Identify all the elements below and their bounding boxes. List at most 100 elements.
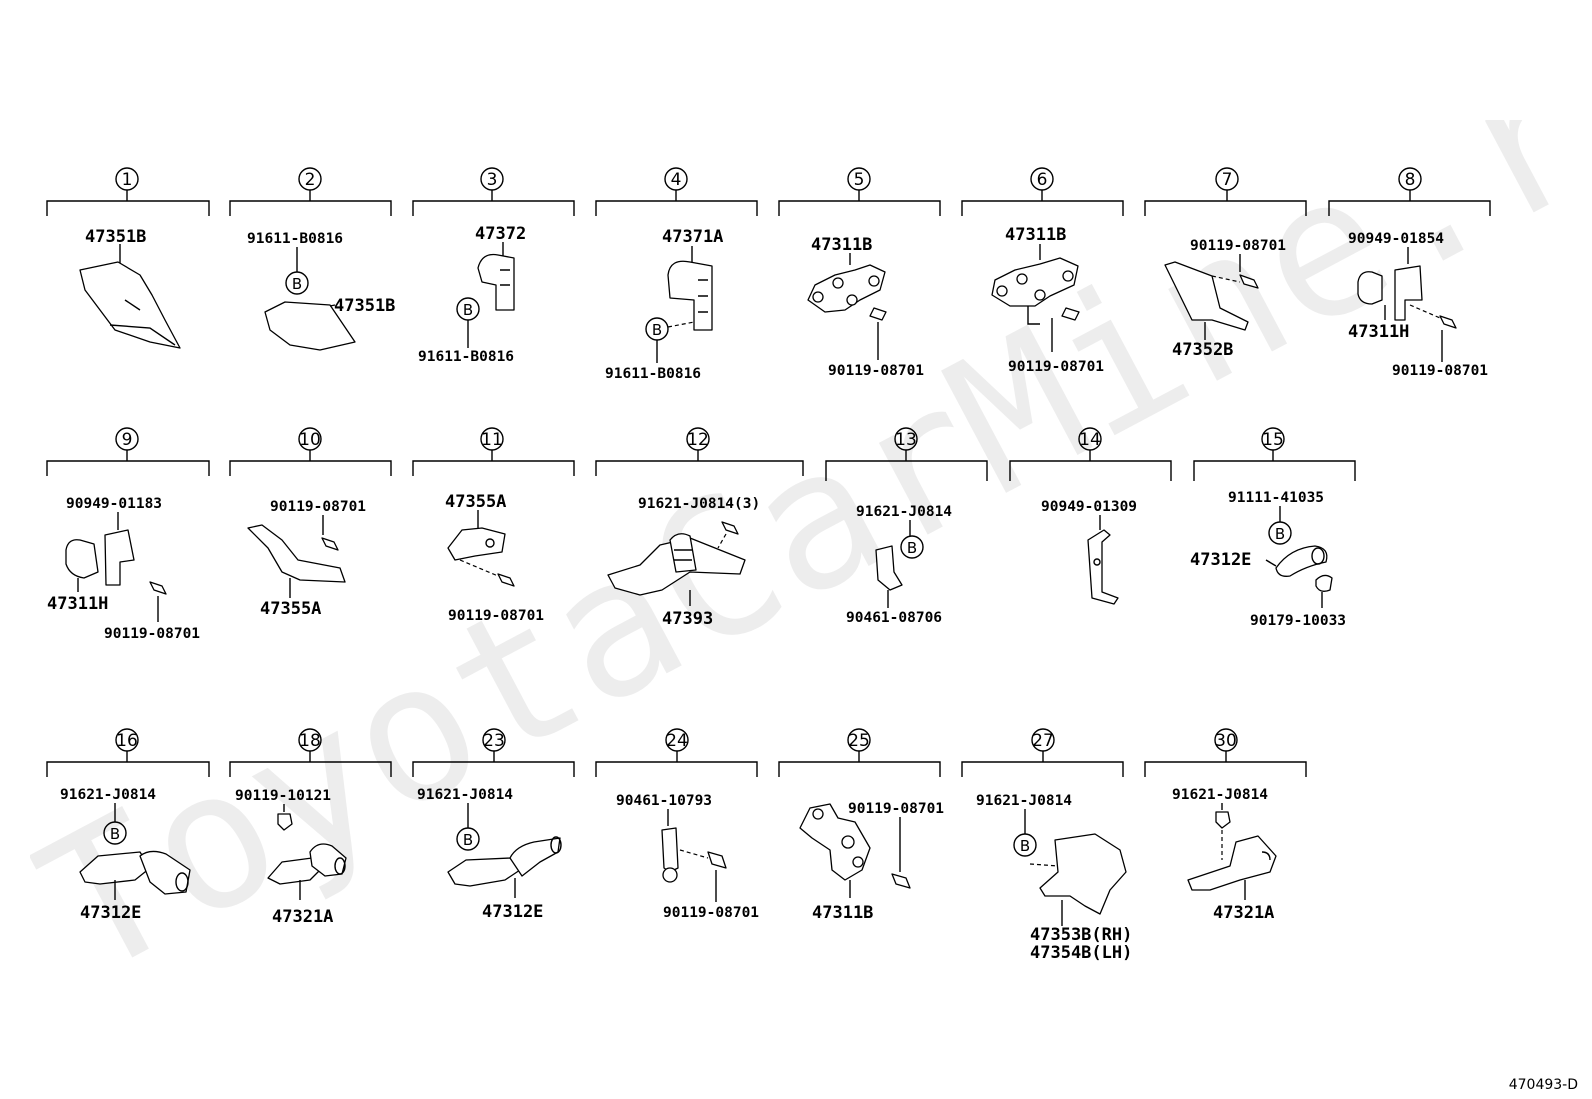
bracket-part: [79, 851, 151, 885]
group-16: 16 91621-J0814 B 47312E: [46, 728, 210, 923]
group-index: 15: [1262, 430, 1284, 450]
part-number: 47321A: [272, 907, 333, 927]
clip-part: [1087, 529, 1119, 605]
part-number: 47355A: [260, 599, 321, 619]
clamp-part: [875, 545, 903, 591]
clip-part: [1394, 265, 1423, 321]
diagram-code: 470493-D: [1508, 1077, 1578, 1093]
group-index: 3: [487, 170, 498, 190]
clip-part: [104, 529, 135, 586]
part-number: 91621-J0814: [856, 504, 952, 520]
part-number: 47355A: [445, 492, 506, 512]
group-index: 4: [671, 170, 682, 190]
part-number: 47351B: [334, 296, 395, 316]
b-marker: [1013, 833, 1037, 857]
group-index: 8: [1405, 170, 1416, 190]
part-number: 90949-01309: [1041, 499, 1137, 515]
group-1: 1 47351B: [46, 167, 210, 349]
bracket-part: [1039, 833, 1127, 915]
group-10: 10 90119-08701 47355A: [229, 427, 392, 619]
b-marker-label: B: [652, 321, 662, 339]
b-marker: [1268, 521, 1292, 545]
part-number: 90179-10033: [1250, 613, 1346, 629]
part-number: 90949-01854: [1348, 231, 1444, 247]
grommet-part: [1357, 271, 1383, 305]
group-24: 24 90461-10793 90119-08701: [595, 728, 759, 921]
bracket-part: [247, 524, 346, 583]
group-18: 18 90119-10121 47321A: [229, 728, 392, 927]
part-number: 90461-10793: [616, 793, 712, 809]
bracket-part: [447, 857, 521, 887]
group-index: 12: [687, 430, 709, 450]
part-number: 91621-J0814: [1172, 787, 1268, 803]
part-number: 47311B: [1005, 225, 1066, 245]
clamp-part: [477, 253, 515, 311]
part-number: 47311H: [47, 594, 108, 614]
group-index: 16: [116, 731, 138, 751]
part-number: 47312E: [1190, 550, 1251, 570]
group-14: 14 90949-01309: [1009, 427, 1172, 605]
part-number: 91611-B0816: [247, 231, 343, 247]
group-index: 9: [122, 430, 133, 450]
bracket-part: [1187, 835, 1277, 891]
part-number: 90119-08701: [663, 905, 759, 921]
group-index: 11: [481, 430, 503, 450]
group-index: 23: [483, 731, 505, 751]
clip-part: [661, 827, 679, 873]
group-30: 30 91621-J0814 47321A: [1144, 728, 1307, 923]
part-number: 47311B: [812, 903, 873, 923]
part-number: 47371A: [662, 227, 723, 247]
part-number: 90119-08701: [1392, 363, 1488, 379]
group-27: 27 91621-J0814 B 47353B(RH) 47354B(LH): [961, 728, 1132, 963]
part-number: 91611-B0816: [605, 366, 701, 382]
group-7: 7 90119-08701 47352B: [1144, 167, 1307, 360]
group-index: 27: [1032, 731, 1054, 751]
group-8: 8 90949-01854 47311H 90119-08701: [1328, 167, 1491, 379]
part-number: 47312E: [80, 903, 141, 923]
part-number: 47351B: [85, 227, 146, 247]
part-number: 90119-10121: [235, 788, 331, 804]
group-index: 10: [299, 430, 321, 450]
group-23: 23 91621-J0814 B 47312E: [412, 728, 575, 922]
group-index: 30: [1215, 731, 1237, 751]
b-marker-label: B: [110, 825, 120, 843]
group-index: 7: [1222, 170, 1233, 190]
part-number: 47354B(LH): [1030, 943, 1132, 963]
part-number: 90119-08701: [1190, 238, 1286, 254]
b-marker: [456, 827, 480, 851]
group-9: 9 90949-01183 47311H 90119-08701: [46, 427, 210, 642]
bracket-part: [264, 301, 356, 351]
part-number: 91621-J0814: [976, 793, 1072, 809]
group-index: 25: [848, 731, 870, 751]
part-number: 47393: [662, 609, 713, 629]
b-marker-label: B: [1020, 837, 1030, 855]
b-marker: [103, 821, 127, 845]
group-6: 6 47311B 90119-08701: [961, 167, 1124, 375]
group-index: 6: [1037, 170, 1048, 190]
part-number: 90119-08701: [270, 499, 366, 515]
group-index: 2: [305, 170, 316, 190]
bracket-part: [447, 527, 506, 561]
part-number: 90461-08706: [846, 610, 942, 626]
group-index: 24: [666, 731, 688, 751]
b-marker-label: B: [463, 301, 473, 319]
b-marker: [285, 271, 309, 295]
part-number: 47321A: [1213, 903, 1274, 923]
part-number: 47372: [475, 224, 526, 244]
group-13: 13 91621-J0814 B 90461-08706: [825, 427, 988, 626]
group-15: 15 91111-41035 B 47312E 90179-10033: [1190, 427, 1356, 629]
group-3: 3 47372 B 91611-B0816: [412, 167, 575, 365]
hose-part: [1275, 545, 1328, 577]
bracket-part: [79, 261, 181, 349]
part-number: 47352B: [1172, 340, 1233, 360]
part-number: 91621-J0814: [417, 787, 513, 803]
part-number: 47311H: [1348, 322, 1409, 342]
group-index: 1: [122, 170, 133, 190]
bracket-part: [1164, 261, 1249, 331]
part-number: 91611-B0816: [418, 349, 514, 365]
part-number: 47353B(RH): [1030, 925, 1132, 945]
part-number: 91621-J0814: [60, 787, 156, 803]
part-number: 90119-08701: [448, 608, 544, 624]
group-2: 2 91611-B0816 B 47351B: [229, 167, 395, 351]
